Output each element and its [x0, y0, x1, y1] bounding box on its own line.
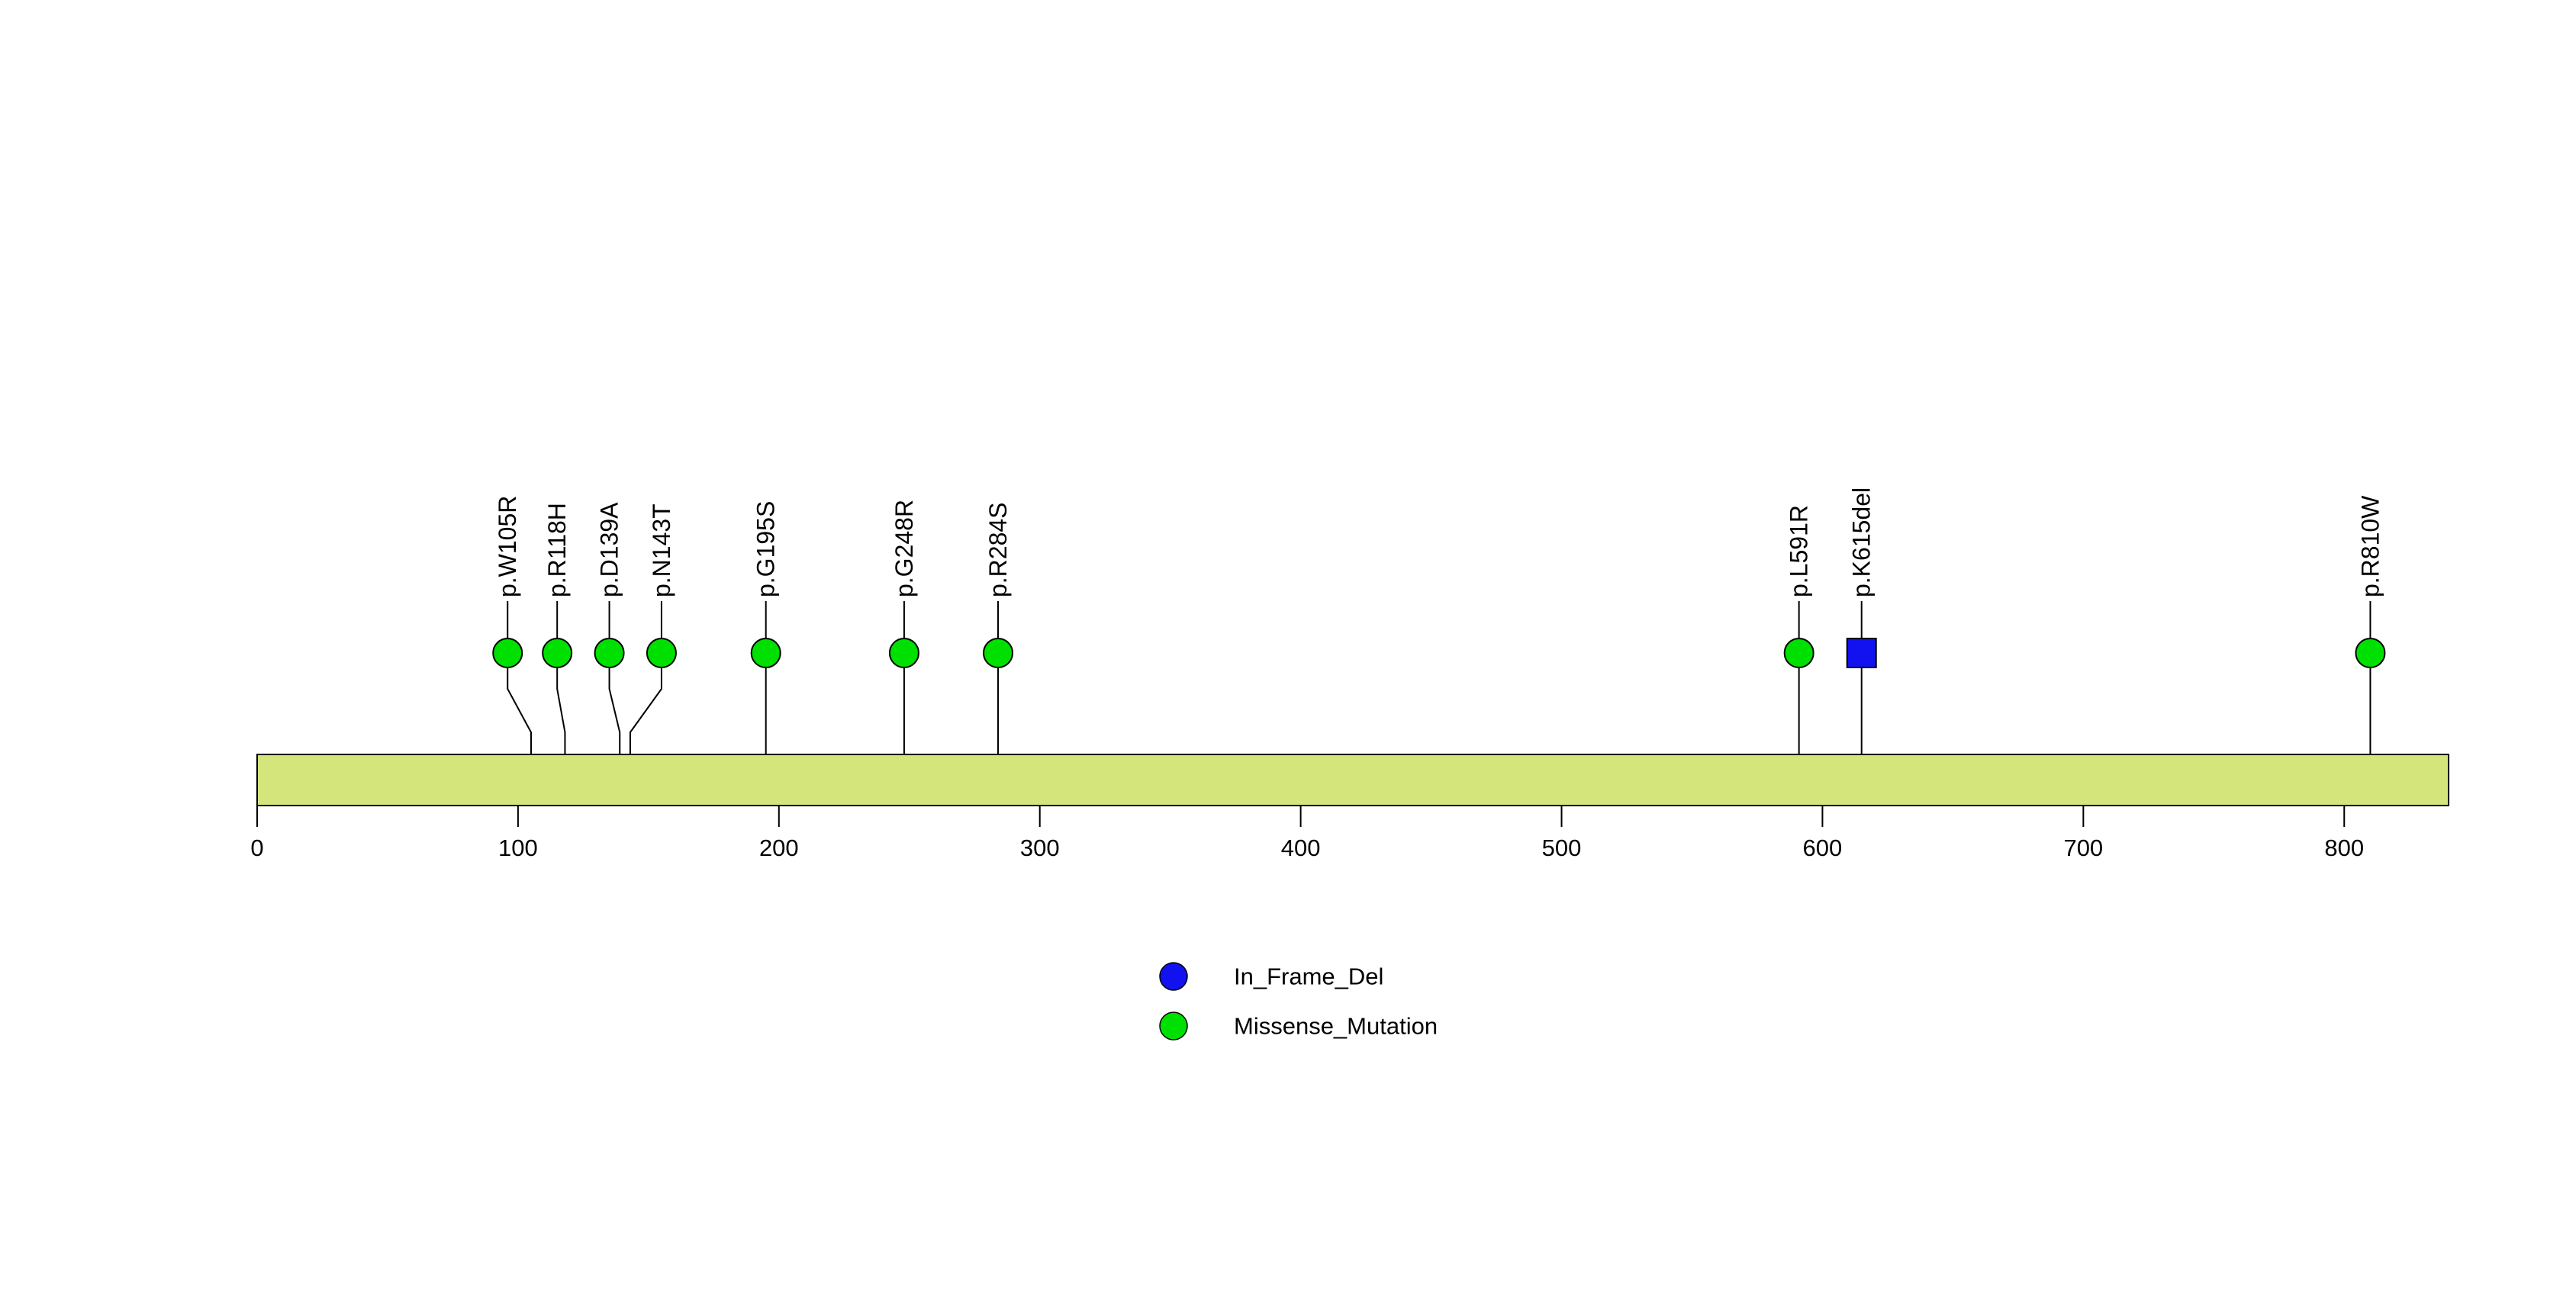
- mutation-label: p.N143T: [648, 503, 675, 597]
- axis-tick-label: 200: [759, 835, 799, 861]
- mutation-label: p.D139A: [596, 502, 623, 597]
- mutation-label: p.G195S: [752, 501, 780, 597]
- mutation-marker-circle: [646, 638, 677, 668]
- mutation-marker-square: [1846, 638, 1877, 668]
- mutation-marker-circle: [542, 638, 573, 668]
- mutation-marker-circle: [594, 638, 625, 668]
- mutation-label: p.L591R: [1785, 505, 1813, 597]
- mutation-marker-circle: [750, 638, 781, 668]
- mutation-label: p.R284S: [984, 502, 1012, 597]
- legend-label: Missense_Mutation: [1234, 1013, 1438, 1040]
- axis-tick-label: 700: [2063, 835, 2103, 861]
- axis-tick-label: 600: [1803, 835, 1843, 861]
- axis-tick-label: 300: [1020, 835, 1060, 861]
- mutation-marker-circle: [1783, 638, 1814, 668]
- legend-swatch: [1159, 1012, 1188, 1041]
- axis-tick-label: 0: [250, 835, 263, 861]
- axis-tick-label: 400: [1281, 835, 1321, 861]
- mutation-marker-circle: [2355, 638, 2386, 668]
- legend-swatch: [1159, 962, 1188, 991]
- mutation-label: p.R810W: [2356, 495, 2384, 597]
- axis-tick-label: 500: [1542, 835, 1582, 861]
- axis-tick-label: 800: [2324, 835, 2364, 861]
- mutation-label: p.W105R: [494, 496, 521, 597]
- mutation-label: p.K615del: [1848, 487, 1876, 597]
- mutation-marker-circle: [983, 638, 1014, 668]
- axis-tick-label: 100: [498, 835, 538, 861]
- mutation-label: p.R118H: [543, 503, 571, 597]
- mutation-marker-circle: [888, 638, 919, 668]
- gene-body-bar: [256, 754, 2449, 806]
- mutation-marker-circle: [492, 638, 523, 668]
- legend-label: In_Frame_Del: [1234, 963, 1383, 990]
- mutation-label: p.G248R: [890, 500, 918, 597]
